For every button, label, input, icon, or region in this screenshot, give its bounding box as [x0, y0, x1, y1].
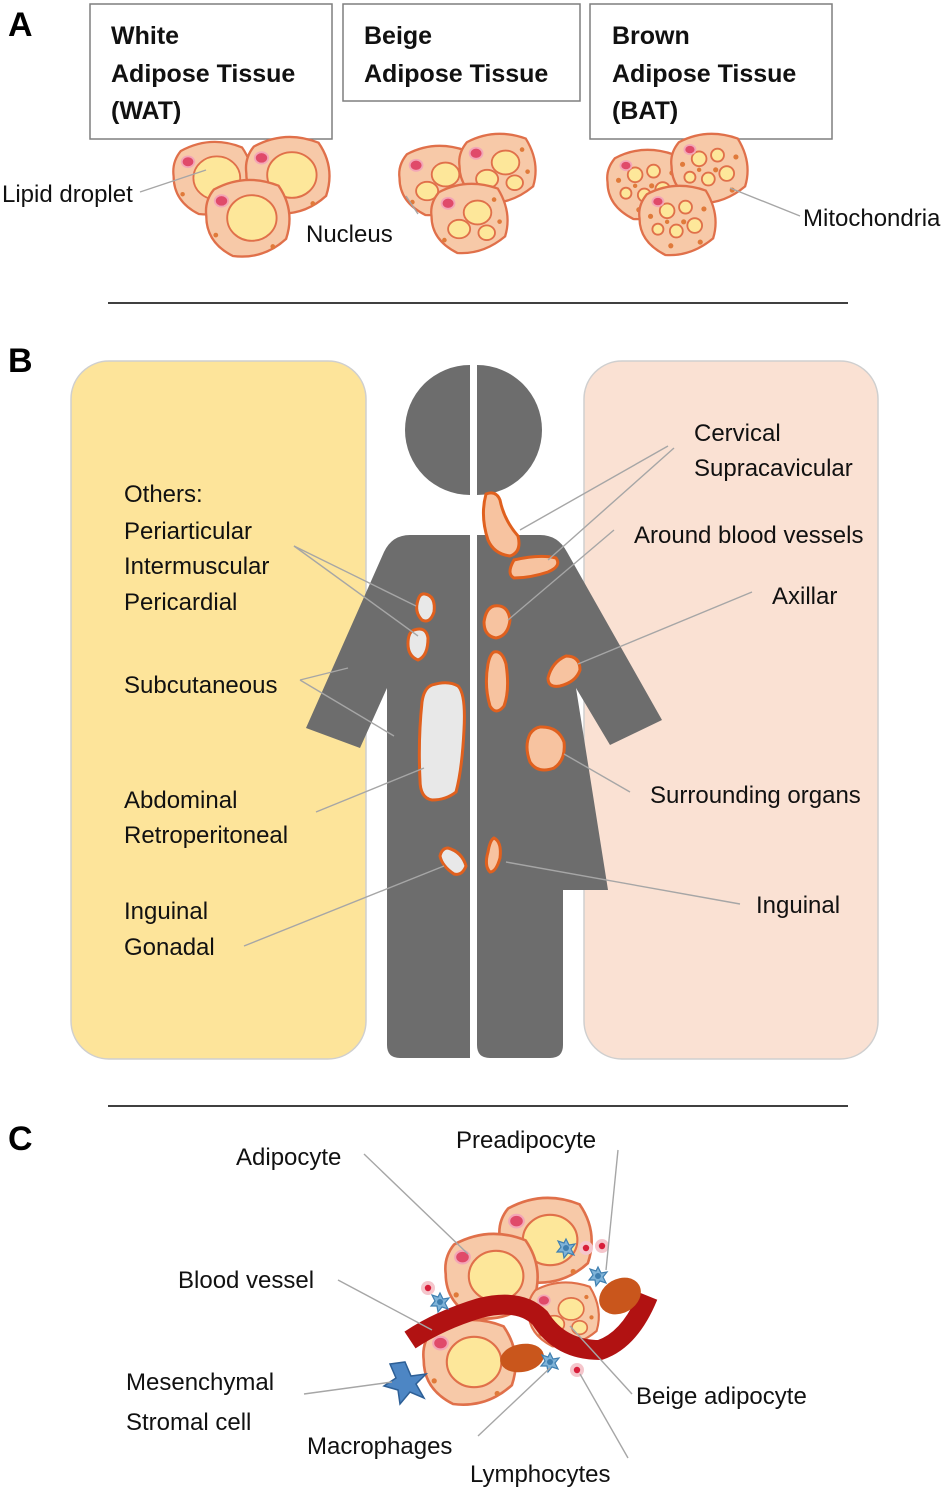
bat-box-line-2: Adipose Tissue	[612, 60, 796, 88]
label-axillar: Axillar	[772, 583, 837, 610]
label-mesenchymal: Mesenchymal	[126, 1369, 274, 1396]
label-cervical: Cervical	[694, 420, 781, 447]
depot-inguinal	[484, 836, 502, 874]
preadipocyte-cell	[599, 1277, 641, 1315]
mitochondria-label: Mitochondria	[803, 205, 941, 232]
panel-b-leaders	[243, 445, 753, 947]
label-intermuscular: Intermuscular	[124, 553, 269, 580]
label-others: Others:	[124, 481, 203, 508]
depot-blood-vessels	[482, 604, 512, 640]
head-left-half	[405, 365, 470, 495]
panel-b-letter: B	[8, 342, 33, 380]
lipid-droplet-leader	[139, 169, 207, 193]
bat-box-line-3: (BAT)	[612, 97, 678, 125]
bat-box-line-1: Brown	[612, 22, 690, 50]
bat-box: Brown Adipose Tissue (BAT)	[589, 3, 833, 140]
beige-box: Beige Adipose Tissue	[342, 3, 581, 102]
bat-cell-cluster	[606, 132, 749, 257]
lipid-droplet-label: Lipid droplet	[2, 181, 133, 208]
mesenchymal-stromal-cell	[382, 1361, 429, 1406]
label-preadipocyte: Preadipocyte	[456, 1127, 596, 1154]
depot-inguinal-gonadal	[438, 846, 468, 876]
label-surrounding-organs: Surrounding organs	[650, 782, 861, 809]
depot-perivascular-trunk	[484, 650, 510, 713]
label-supraclavicular: Supracavicular	[694, 455, 853, 482]
panel-c-letter: C	[8, 1120, 33, 1158]
preadipocyte-cell-2	[500, 1343, 544, 1373]
label-inguinal-white: Inguinal	[124, 898, 208, 925]
label-abdominal: Abdominal	[124, 787, 237, 814]
nucleus-label: Nucleus	[306, 221, 393, 248]
depot-cervical	[481, 491, 521, 558]
nucleus-leader	[405, 195, 419, 215]
label-blood-vessel: Blood vessel	[178, 1267, 314, 1294]
label-gonadal: Gonadal	[124, 934, 215, 961]
depot-intermuscular	[415, 592, 436, 623]
wat-box-line-2: Adipose Tissue	[111, 60, 295, 88]
label-blood-vessels: Around blood vessels	[634, 522, 863, 549]
panel-c-leaders	[303, 1149, 633, 1459]
mitochondria-leader	[729, 187, 801, 217]
depot-supraclavicular	[508, 554, 560, 580]
label-periarticular: Periarticular	[124, 518, 252, 545]
label-stromal-cell: Stromal cell	[126, 1409, 251, 1436]
body-silhouette	[306, 365, 662, 1058]
brown-fat-depots	[481, 491, 582, 874]
label-subcutaneous: Subcutaneous	[124, 672, 277, 699]
beige-cell-cluster	[398, 132, 537, 255]
body-left-half	[306, 535, 470, 1058]
label-lymphocytes: Lymphocytes	[470, 1461, 611, 1488]
label-retroperitoneal: Retroperitoneal	[124, 822, 288, 849]
label-beige-adipocyte: Beige adipocyte	[636, 1383, 807, 1410]
beige-box-line-2: Adipose Tissue	[364, 60, 548, 88]
wat-box-line-1: White	[111, 22, 179, 50]
label-macrophages: Macrophages	[307, 1433, 452, 1460]
label-pericardial: Pericardial	[124, 589, 237, 616]
wat-box: White Adipose Tissue (WAT)	[89, 3, 333, 140]
beige-box-line-1: Beige	[364, 22, 432, 50]
body-right-half	[477, 535, 662, 1058]
depot-surrounding-organs	[525, 725, 566, 772]
stromal-vascular-illustration	[382, 1196, 658, 1406]
panel-a-letter: A	[8, 6, 33, 44]
depot-pericardial	[406, 627, 430, 662]
label-inguinal-brown: Inguinal	[756, 892, 840, 919]
head-right-half	[477, 365, 542, 495]
wat-box-line-3: (WAT)	[111, 97, 181, 125]
blood-vessel	[404, 1292, 658, 1361]
brown-fat-panel	[583, 360, 879, 1060]
white-fat-depots	[406, 592, 468, 876]
label-adipocyte: Adipocyte	[236, 1144, 341, 1171]
depot-abdominal	[417, 681, 466, 802]
